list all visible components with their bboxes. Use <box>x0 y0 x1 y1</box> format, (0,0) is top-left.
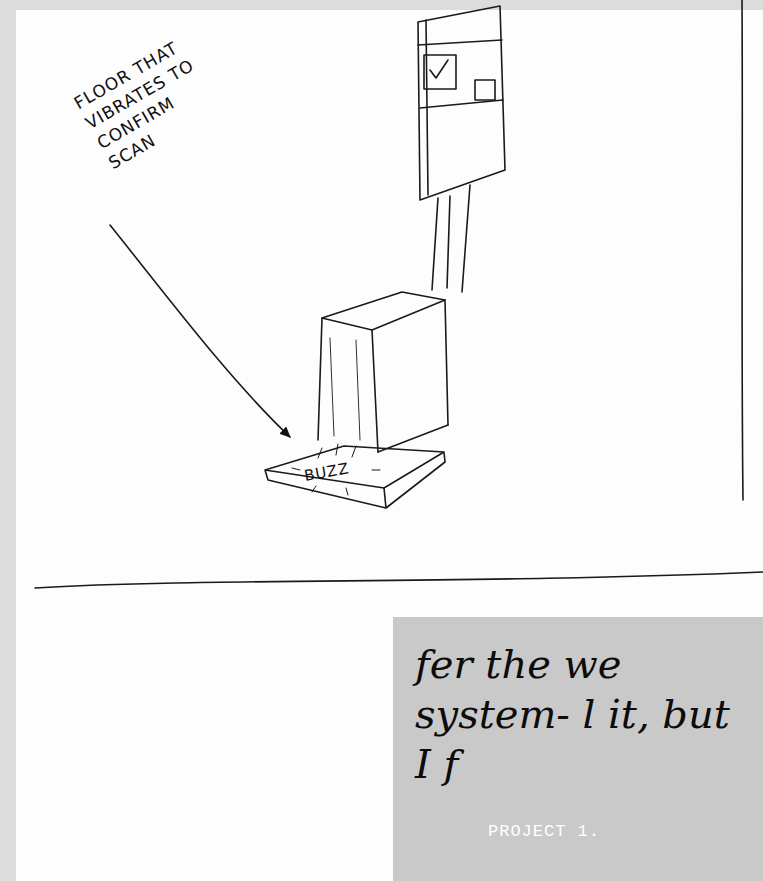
divider-line <box>742 0 743 500</box>
kiosk-edge <box>418 40 502 45</box>
vibration-marks <box>292 444 380 495</box>
divider-line <box>35 572 763 588</box>
kiosk-screen <box>424 55 456 89</box>
kiosk-neck <box>432 185 470 292</box>
note-text: fer the we system- l it, but I f <box>415 639 751 789</box>
note-box: fer the we system- l it, but I f <box>393 617 763 881</box>
plate-outline <box>265 446 445 508</box>
leader-arrow <box>110 225 290 437</box>
kiosk-body-top <box>322 292 445 330</box>
page-watermark: PROJECT 1. <box>488 822 688 842</box>
kiosk-head <box>418 6 505 200</box>
floor-plate: BUZZ <box>262 438 448 514</box>
kiosk-body-edge <box>318 300 448 452</box>
plate-outline <box>262 438 448 514</box>
kiosk-shading <box>330 338 360 440</box>
kiosk-edge <box>420 100 503 108</box>
kiosk-reader <box>475 80 495 100</box>
kiosk-screen-mark <box>430 60 448 78</box>
